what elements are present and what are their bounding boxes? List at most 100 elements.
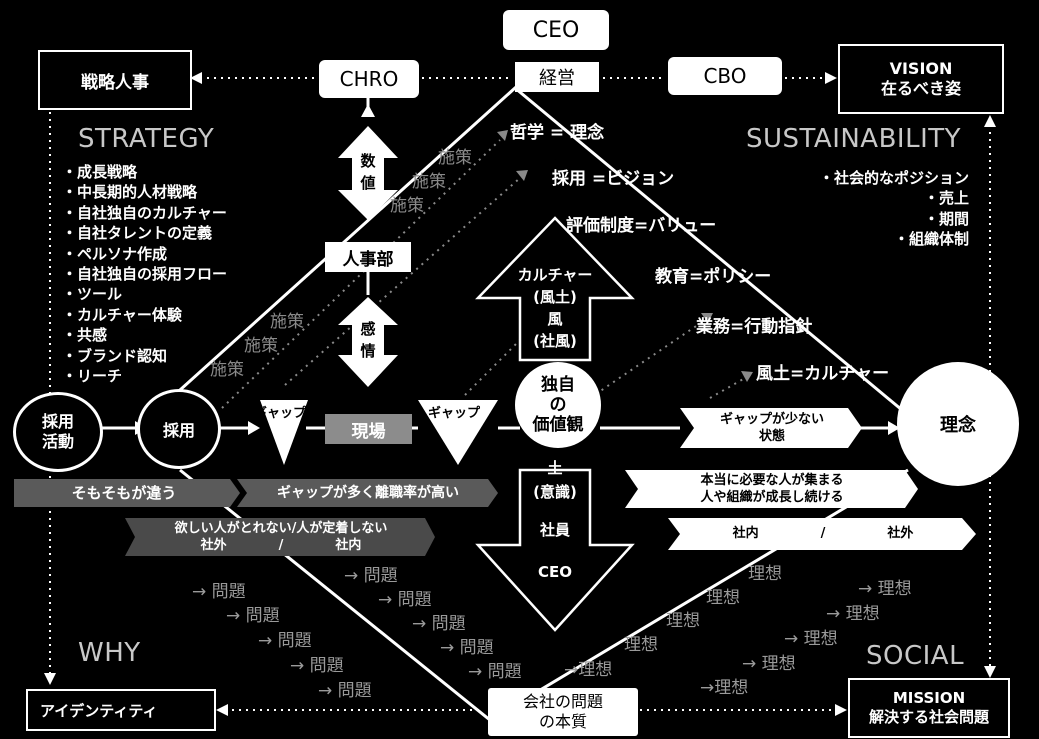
- suchi-char: 数: [360, 152, 376, 170]
- ideal-label: 理想: [666, 611, 700, 631]
- list-item: リーチ: [62, 366, 227, 386]
- shanai-shagai-banner: 社内 / 社外: [680, 518, 966, 550]
- hontou-line: 本当に必要な人が集まる: [700, 473, 844, 488]
- problem-label: → 問題: [318, 681, 372, 701]
- hontou-line: 人や組織が成長し続ける: [700, 490, 844, 505]
- ideal-label: → 理想: [858, 579, 912, 599]
- fudo-paren-label: (風土): [533, 288, 577, 306]
- list-item: 売上: [819, 188, 969, 208]
- shisaku-label: 施策: [244, 336, 278, 356]
- slash-left: /: [278, 538, 284, 553]
- list-item: 社会的なポジション: [819, 168, 969, 188]
- hontou-banner: 本当に必要な人が集まる 人や組織が成長し続ける: [636, 470, 908, 508]
- shisaku-label: 施策: [210, 360, 244, 380]
- eq-hyoka: 評価制度=バリュー: [566, 216, 717, 236]
- jinjibu-label: 人事部: [342, 249, 394, 270]
- cbo-box: CBO: [668, 57, 782, 95]
- kanjo-char: 感: [360, 320, 376, 338]
- saiyo-circle: 採用: [137, 389, 221, 469]
- saiyo-katsudo-line: 活動: [41, 432, 74, 451]
- dokuji-line: 独自: [541, 375, 575, 395]
- shain-label: 社員: [539, 521, 570, 539]
- central-ceo-label: CEO: [537, 563, 572, 581]
- suchi-label: 数 値: [356, 150, 380, 194]
- sustainability-list: 社会的なポジション 売上 期間 組織体制: [819, 168, 969, 250]
- problem-label: → 問題: [468, 662, 522, 682]
- list-item: カルチャー体験: [62, 305, 227, 325]
- slash-right: /: [820, 526, 826, 541]
- dokuji-line: の: [549, 395, 567, 415]
- ceo-box: CEO: [503, 10, 609, 50]
- rinen-label: 理念: [940, 415, 976, 436]
- vision-subtitle: 在るべき姿: [880, 79, 961, 98]
- shisaku-label: 施策: [390, 196, 424, 216]
- cbo-label: CBO: [703, 64, 747, 88]
- kanjo-char: 情: [360, 342, 376, 360]
- kaisha-mondai-line: の本質: [538, 712, 587, 731]
- kanjo-label: 感 情: [356, 318, 380, 362]
- eq-tetsugaku: 哲学 = 理念: [510, 123, 605, 143]
- sosomo-banner: そもそもが違う: [14, 479, 234, 507]
- ishiki-label: (意識): [533, 483, 577, 501]
- ideal-label: → 理想: [826, 604, 880, 624]
- list-item: 組織体制: [819, 229, 969, 249]
- problem-label: → 問題: [344, 566, 398, 586]
- list-item: 自社タレントの定義: [62, 223, 227, 243]
- shisaku-label: 施策: [270, 312, 304, 332]
- shagai-right: 社外: [887, 526, 914, 541]
- central-arrow-up-text: カルチャー (風土) 風 (社風): [510, 264, 600, 352]
- vision-box: VISION 在るべき姿: [838, 44, 1004, 114]
- strategy-list: 成長戦略 中長期的人材戦略 自社独自のカルチャー 自社タレントの定義 ペルソナ作…: [62, 162, 227, 386]
- problem-label: → 問題: [412, 614, 466, 634]
- culture-label: カルチャー: [517, 266, 593, 284]
- list-item: 成長戦略: [62, 162, 227, 182]
- shagai-left: 社外: [200, 538, 227, 553]
- problem-label: → 問題: [192, 582, 246, 602]
- gap-small-line: ギャップが少ない: [719, 412, 824, 427]
- eq-kyoiku: 教育=ポリシー: [655, 267, 772, 287]
- ideal-label: 理想: [748, 564, 782, 584]
- vision-title: VISION: [889, 59, 953, 78]
- list-item: 自社独自のカルチャー: [62, 203, 227, 223]
- saiyo-katsudo-circle: 採用 活動: [13, 392, 103, 472]
- kaze-label: 風: [547, 310, 563, 328]
- gap-label-right: ギャップ: [428, 406, 481, 421]
- keiei-box: 経営: [515, 62, 599, 92]
- ideal-label: →理想: [700, 678, 749, 698]
- gap-high-text: ギャップが多く離職率が高い: [277, 485, 459, 501]
- ideal-label: →理想: [564, 660, 613, 680]
- identity-label: アイデンティティ: [40, 701, 158, 720]
- shanai-right: 社内: [732, 526, 759, 541]
- heading-social: SOCIAL: [866, 641, 965, 671]
- list-item: ペルソナ作成: [62, 244, 227, 264]
- keiei-label: 経営: [539, 68, 575, 89]
- senryaku-jinji-box: 戦略人事: [38, 50, 192, 110]
- heading-why: WHY: [78, 638, 141, 668]
- gap-label-left: ギャップ: [254, 406, 307, 421]
- mission-subtitle: 解決する社会問題: [868, 708, 989, 726]
- heading-strategy: STRATEGY: [78, 124, 215, 154]
- dokuji-kachikan-circle: 独自 の 価値観: [515, 362, 601, 448]
- problem-label: → 問題: [440, 638, 494, 658]
- hoshii-text: 欲しい人がとれない/人が定着しない: [174, 521, 388, 536]
- ceo-label: CEO: [532, 17, 580, 43]
- gap-small-banner: ギャップが少ない 状態: [692, 408, 852, 448]
- problem-label: → 問題: [290, 656, 344, 676]
- problem-label: → 問題: [226, 606, 280, 626]
- shanai-left: 社内: [335, 538, 362, 553]
- kaisha-mondai-box: 会社の問題 の本質: [488, 688, 638, 736]
- jinjibu-box: 人事部: [325, 242, 411, 272]
- kaisha-mondai-line: 会社の問題: [522, 692, 603, 711]
- heading-sustainability: SUSTAINABILITY: [746, 124, 962, 154]
- list-item: 自社独自の採用フロー: [62, 264, 227, 284]
- chro-label: CHRO: [339, 67, 399, 91]
- list-item: 中長期的人材戦略: [62, 182, 227, 202]
- gap-high-banner: ギャップが多く離職率が高い: [245, 479, 491, 507]
- mission-title: MISSION: [892, 689, 966, 707]
- list-item: ツール: [62, 284, 227, 304]
- problem-label: → 問題: [378, 590, 432, 610]
- eq-fudo: 風土=カルチャー: [756, 364, 890, 384]
